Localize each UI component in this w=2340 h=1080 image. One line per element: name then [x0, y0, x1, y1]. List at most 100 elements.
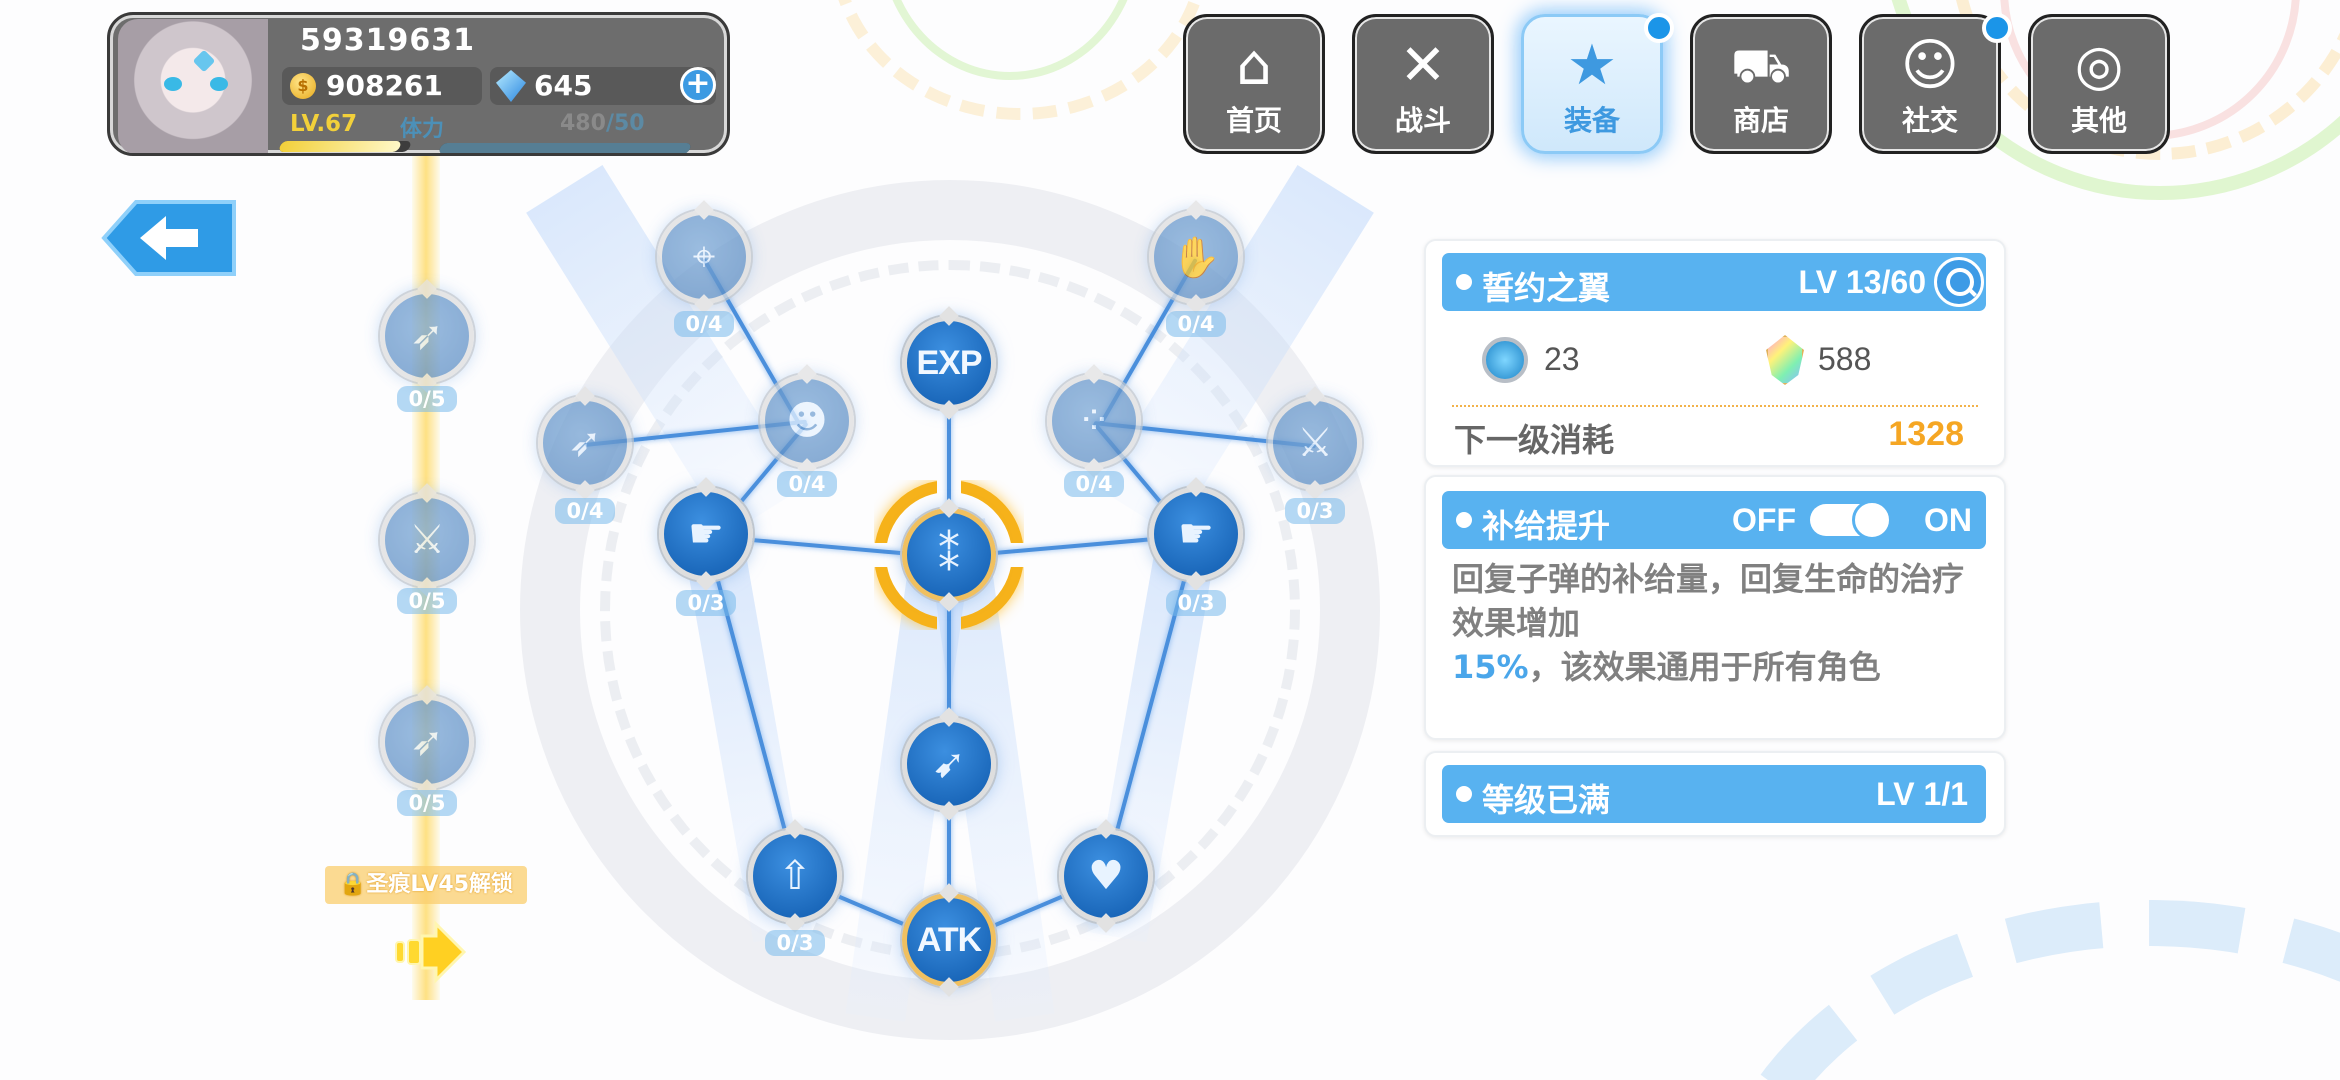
skill-description: 回复子弹的补给量，回复生命的治疗 效果增加 15%，该效果通用于所有角色: [1452, 557, 1984, 689]
bullet-dot: [1456, 512, 1472, 528]
crystal-icon: [496, 70, 526, 102]
skill-node-exp[interactable]: EXP: [902, 316, 996, 410]
chibi-gunner-icon: ☻: [786, 398, 828, 444]
skill-detail-panel: 补给提升 OFF ON 回复子弹的补给量，回复生命的治疗 效果增加 15%，该效…: [1424, 475, 2006, 740]
resource-crystal-amount: 588: [1818, 341, 1872, 377]
max-level-title: 等级已满: [1482, 781, 1611, 819]
crystal-display: 645: [490, 67, 716, 105]
skill-count: 0/5: [397, 386, 457, 412]
stamina-label: 体力: [400, 117, 445, 142]
left-skill-node[interactable]: ⚔: [380, 493, 474, 587]
ammo-supply-icon: ⁑: [938, 529, 960, 581]
skill-node-winged-boot[interactable]: ➹: [902, 717, 996, 811]
max-level-value: LV 1/1: [1876, 776, 1968, 812]
yellow-right-arrow-icon: [395, 920, 467, 984]
equipment-level: LV 13/60: [1798, 264, 1926, 300]
next-page-button[interactable]: [392, 920, 467, 984]
house-icon: ⌂: [1236, 33, 1272, 98]
skill-node-bullet-spray[interactable]: ⁘: [1047, 374, 1141, 468]
skill-count: 0/4: [1064, 471, 1124, 497]
equipment-header: 誓约之翼 LV 13/60: [1442, 253, 1986, 311]
desc-line: 效果增加: [1452, 604, 1581, 642]
skill-node-dual-pistol[interactable]: ⌖: [657, 210, 751, 304]
link: [947, 365, 951, 942]
magnifier-icon[interactable]: [1934, 257, 1984, 307]
player-uid: 59319631: [300, 23, 475, 58]
unlock-requirement-text: 圣痕LV45解锁: [366, 872, 514, 897]
player-profile-panel[interactable]: 59319631 $ 908261 645 + LV.67 体力 480/50: [107, 12, 730, 156]
left-skill-node[interactable]: ➶: [380, 695, 474, 789]
skill-count: 0/3: [676, 590, 736, 616]
skill-node-heart-heal[interactable]: ♥: [1059, 829, 1153, 923]
nav-other[interactable]: ◎ 其他: [2028, 14, 2170, 154]
bullet-target-icon: ➶: [568, 420, 602, 466]
nav-equipment-label: 装备: [1563, 104, 1620, 137]
stamina-value: 480/50: [560, 111, 645, 136]
nav-shop-label: 商店: [1732, 104, 1789, 137]
sword-upgrade-icon: ⚔: [1297, 420, 1333, 466]
skill-node-sword-up[interactable]: ⚔: [1268, 396, 1362, 490]
max-level-header: 等级已满 LV 1/1: [1442, 765, 1986, 823]
bg-ring-orange-top: [830, 0, 1210, 120]
skill-node-chibi[interactable]: ☻: [760, 374, 854, 468]
skill-node-bullet-target[interactable]: ➶: [538, 396, 632, 490]
bullet-burst-icon: ➶: [410, 719, 444, 765]
nav-equipment[interactable]: ★ 装备: [1521, 13, 1674, 154]
stamina-bar: [437, 143, 693, 153]
supply-toggle[interactable]: [1810, 500, 1892, 540]
exp-bar: [277, 141, 413, 152]
skill-count: 0/3: [765, 930, 825, 956]
player-level: LV.67: [290, 111, 358, 137]
skill-node-ammo-supply[interactable]: ⁑: [902, 508, 996, 602]
cart-icon: ⛟: [1730, 38, 1792, 94]
toggle-on-label: ON: [1924, 502, 1972, 538]
suitcase-up-icon: ⇧: [778, 853, 812, 899]
lock-icon: 🔒: [338, 872, 367, 897]
skill-count: 0/4: [1166, 311, 1226, 337]
avatar[interactable]: [118, 19, 268, 153]
pistol-ammo-icon: ☛: [1178, 511, 1214, 557]
skill-count: 0/3: [1285, 498, 1345, 524]
gold-amount: 908261: [326, 69, 443, 102]
skill-count: 0/4: [777, 471, 837, 497]
star-gun-icon: ★: [1566, 33, 1618, 98]
toggle-knob: [1852, 500, 1892, 540]
stamina-max: /50: [605, 111, 645, 136]
skill-node-hands-reload[interactable]: ✋: [1149, 210, 1243, 304]
equipment-title: 誓约之翼: [1482, 269, 1611, 307]
skill-header: 补给提升 OFF ON: [1442, 491, 1986, 549]
nav-shop[interactable]: ⛟ 商店: [1690, 14, 1832, 154]
nav-home[interactable]: ⌂ 首页: [1183, 14, 1325, 154]
blue-core-icon: [1482, 337, 1528, 383]
nav-social-label: 社交: [1901, 104, 1958, 137]
skill-node-gun-shot[interactable]: ☛: [659, 487, 753, 581]
hairclip: [192, 49, 216, 73]
left-skill-node[interactable]: ➶: [380, 289, 474, 383]
crystal-amount: 645: [534, 69, 593, 102]
skill-node-atk[interactable]: ATK: [902, 893, 996, 987]
max-level-panel: 等级已满 LV 1/1: [1424, 751, 2006, 837]
atk-up-icon: ATK: [916, 920, 982, 959]
bullet-dot: [1456, 786, 1472, 802]
avatar-eye: [164, 77, 182, 91]
desc-tail: ，该效果通用于所有角色: [1528, 648, 1881, 686]
notification-dot: [1644, 13, 1674, 43]
skill-title: 补给提升: [1482, 507, 1611, 545]
add-crystal-button[interactable]: +: [680, 67, 716, 103]
skill-node-pistol-ammo[interactable]: ☛: [1149, 487, 1243, 581]
skill-node-case-up[interactable]: ⇧: [748, 829, 842, 923]
bullet-spray-icon: ⁘: [1077, 398, 1111, 444]
gold-coin-icon: $: [290, 73, 316, 99]
desc-line: 回复子弹的补给量，回复生命的治疗: [1452, 560, 1965, 598]
divider: [1452, 405, 1978, 407]
back-button[interactable]: [100, 198, 240, 278]
nav-social[interactable]: ☺ 社交: [1859, 13, 2012, 154]
character-face-icon: ☺: [1900, 33, 1960, 98]
stamina-current: 480: [560, 111, 606, 136]
nav-battle[interactable]: ✕ 战斗: [1352, 14, 1494, 154]
skill-count: 0/5: [397, 790, 457, 816]
resource-core-amount: 23: [1544, 341, 1580, 377]
crossed-guns-icon: ✕: [1399, 33, 1447, 98]
notification-dot: [1982, 13, 2012, 43]
